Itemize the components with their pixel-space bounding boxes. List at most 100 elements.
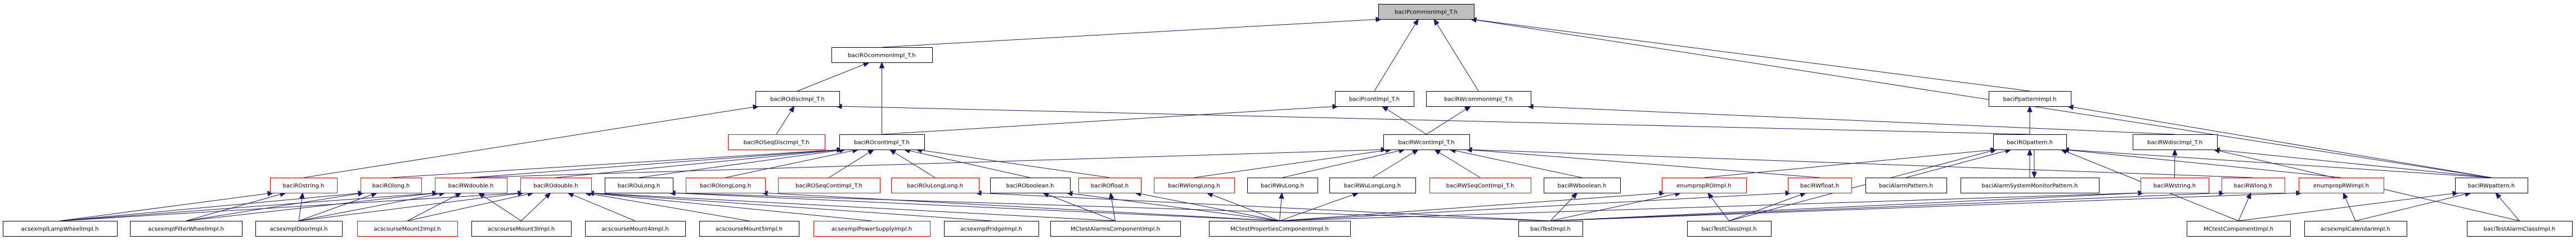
node-bacirofloat[interactable]: baciROfloat.h	[1078, 178, 1141, 193]
node-box	[839, 134, 925, 150]
node-bacirwlong[interactable]: baciRWlong.h	[2222, 178, 2285, 193]
edge-bacirwdiscimpl-t-to-bacirwcommonimpl-t	[1526, 103, 2175, 135]
node-bacipcontimpl-t[interactable]: baciPcontImpl_T.h	[1335, 91, 1414, 107]
node-label: baciTestAlarmClassImpl.h	[2484, 227, 2556, 233]
node-box	[1961, 178, 2100, 193]
edge-bacirwstring-to-bacirwdiscimpl-t	[2172, 148, 2178, 178]
edge-line	[2213, 149, 2492, 178]
node-mctestalarmscomponentimpl[interactable]: MCtestAlarmsComponentImpl.h	[1050, 221, 1181, 237]
node-bacirodouble[interactable]: baciROdouble.h	[520, 178, 592, 193]
node-acsexmplpowersupplyimpl[interactable]: acsexmplPowerSupplyImpl.h	[813, 221, 930, 237]
node-bacirocontimpl-t[interactable]: baciROcontImpl_T.h	[839, 134, 925, 150]
edge-line	[1279, 192, 1792, 221]
node-bacirwcontimpl-t[interactable]: baciRWcontImpl_T.h	[1383, 134, 1470, 150]
node-acsexmpllampwheelimpl[interactable]: acsexmplLampWheelImpl.h	[3, 221, 118, 237]
node-label: baciRWlongLong.h	[1168, 183, 1220, 189]
node-box	[2467, 221, 2573, 237]
node-bacirwseqcontimpl-t[interactable]: baciRWSeqContImpl_T.h	[1429, 178, 1531, 193]
node-baciropattern[interactable]: baciROpattern.h	[1993, 134, 2067, 150]
node-box	[1662, 178, 1747, 193]
edge-mctestpropertiescomponentimpl-to-bacirofloat	[1134, 191, 1280, 221]
node-label: baciROSeqDiscImpl_T.h	[744, 140, 810, 146]
edge-line	[1433, 19, 1479, 92]
node-mctestcomponentimpl[interactable]: MCtestComponentImpl.h	[2187, 221, 2291, 237]
node-bacippatternimpl[interactable]: baciPpatternImpl.h	[1989, 91, 2071, 107]
edge-acsexmpllampwheelimpl-to-bacirwdouble	[60, 191, 439, 221]
node-bacirwcommonimpl-t[interactable]: baciRWcommonImpl_T.h	[1426, 91, 1531, 107]
edge-mctestpropertiescomponentimpl-to-enumproproimpl	[1279, 191, 1666, 221]
node-label: baciROSeqContImpl_T.h	[795, 183, 862, 189]
arrowhead-icon	[1279, 192, 1284, 199]
node-box	[1429, 178, 1531, 193]
node-baciroseqdiscimpl-t[interactable]: baciROSeqDiscImpl_T.h	[728, 134, 825, 150]
node-acscoursemount3impl[interactable]: acscourseMount3Impl.h	[471, 221, 572, 237]
node-box	[756, 91, 840, 107]
node-bacirwstring[interactable]: baciRWstring.h	[2141, 178, 2209, 193]
node-bacirolonglong[interactable]: baciROlongLong.h	[686, 178, 766, 193]
node-baciroseqcontimpl-t[interactable]: baciROSeqContImpl_T.h	[778, 178, 880, 193]
edge-line	[725, 149, 858, 178]
node-bacirodiscimpl-t[interactable]: baciROdiscImpl_T.h	[756, 91, 840, 107]
node-box	[891, 178, 979, 193]
node-bacitestalarmclassimpl[interactable]: baciTestAlarmClassImpl.h	[2467, 221, 2573, 237]
edge-line	[975, 192, 1551, 221]
node-bacirwdouble[interactable]: baciRWdouble.h	[435, 178, 507, 193]
node-acsexmplfilterwheelimpl[interactable]: acsexmplFilterWheelImpl.h	[130, 221, 242, 237]
edge-line	[1135, 192, 1280, 221]
node-label: baciROdouble.h	[533, 183, 578, 189]
node-label: baciROuLong.h	[618, 183, 660, 189]
node-baciroulonglong[interactable]: baciROuLongLong.h	[891, 178, 979, 193]
arrowhead-icon	[2246, 192, 2251, 200]
node-bacirwboolean[interactable]: baciRWboolean.h	[1544, 178, 1621, 193]
node-bacirolong[interactable]: baciROlong.h	[361, 178, 422, 193]
node-enumproproimpl[interactable]: enumpropROImpl.h	[1662, 178, 1747, 193]
node-acsexmpldoorimpl[interactable]: acsexmplDoorImpl.h	[255, 221, 343, 237]
node-bacirocommonimpl-t[interactable]: baciROcommonImpl_T.h	[831, 47, 933, 63]
node-acscoursemount4impl[interactable]: acscourseMount4Impl.h	[585, 221, 686, 237]
node-bacirostring[interactable]: baciROstring.h	[270, 178, 338, 193]
edge-line	[1279, 192, 1666, 221]
node-box	[270, 178, 338, 193]
node-bacirwulonglong[interactable]: baciRWuLongLong.h	[1329, 178, 1416, 193]
node-enumproprwimpl[interactable]: enumpropRWImpl.h	[2299, 178, 2384, 193]
node-bacialarmsystemmonitorpattern[interactable]: baciAlarmSystemMonitorPattern.h	[1961, 178, 2100, 193]
node-bacirwfloat[interactable]: baciRWfloat.h	[1788, 178, 1852, 193]
edge-mctestalarmscomponentimpl-to-bacirodouble	[587, 190, 1116, 221]
node-acsexmplcalendarimpl[interactable]: acsexmplCalendarImpl.h	[2304, 221, 2407, 237]
node-bacirwdiscimpl-t[interactable]: baciRWdiscImpl_T.h	[2133, 134, 2218, 150]
node-bacirwlonglong[interactable]: baciRWlongLong.h	[1154, 178, 1235, 193]
edge-line	[60, 192, 439, 221]
node-acscoursemount2impl[interactable]: acscourseMount2Impl.h	[357, 221, 458, 237]
node-baciroboolean[interactable]: baciROboolean.h	[990, 178, 1071, 193]
node-mctestpropertiescomponentimpl[interactable]: MCtestPropertiesComponentImpl.h	[1209, 221, 1351, 237]
arrowhead-icon	[879, 61, 885, 69]
node-bacirwulong[interactable]: baciRWuLong.h	[1247, 178, 1318, 193]
edge-line	[521, 192, 551, 221]
edge-mctestpropertiescomponentimpl-to-bacirwfloat	[1279, 190, 1792, 221]
node-bacialarmpattern[interactable]: baciAlarmPattern.h	[1865, 178, 1947, 193]
node-acscoursemount5impl[interactable]: acscourseMount5Impl.h	[699, 221, 799, 237]
edge-bacirocontimpl-t-to-bacirocommonimpl-t	[879, 61, 885, 134]
node-box	[2187, 221, 2291, 237]
node-bacitestclassimpl[interactable]: baciTestClassImpl.h	[1687, 221, 1772, 237]
node-box	[357, 221, 458, 237]
edge-bacitestclassimpl-to-bacirwfloat	[1729, 192, 1807, 221]
node-box	[1865, 178, 1947, 193]
arrowhead-icon	[1433, 149, 1441, 155]
node-bacitestimpl[interactable]: baciTestImpl.h	[1518, 221, 1583, 237]
edge-baciropattern-to-bacialarmsystemmonitorpattern	[2031, 150, 2037, 179]
node-acsexmplfridgeimpl[interactable]: acsexmplFridgeImpl.h	[944, 221, 1039, 237]
arrowhead-icon	[567, 192, 574, 198]
edge-line	[2495, 192, 2520, 221]
arrowhead-icon	[1381, 106, 1389, 112]
edge-mctestalarmscomponentimpl-to-baciroboolean	[1042, 192, 1116, 221]
edge-line	[390, 149, 843, 178]
node-baciroulong[interactable]: baciROuLong.h	[605, 178, 673, 193]
node-box	[1209, 221, 1351, 237]
edge-line	[1279, 192, 2145, 221]
node-label: baciAlarmSystemMonitorPattern.h	[1982, 183, 2078, 189]
node-bacirwpattern[interactable]: baciRWpattern.h	[2455, 178, 2528, 193]
edge-line	[1729, 192, 1806, 221]
edge-bacitestimpl-to-baciroulonglong	[974, 190, 1551, 221]
node-label: baciRWcontImpl_T.h	[1398, 140, 1454, 146]
